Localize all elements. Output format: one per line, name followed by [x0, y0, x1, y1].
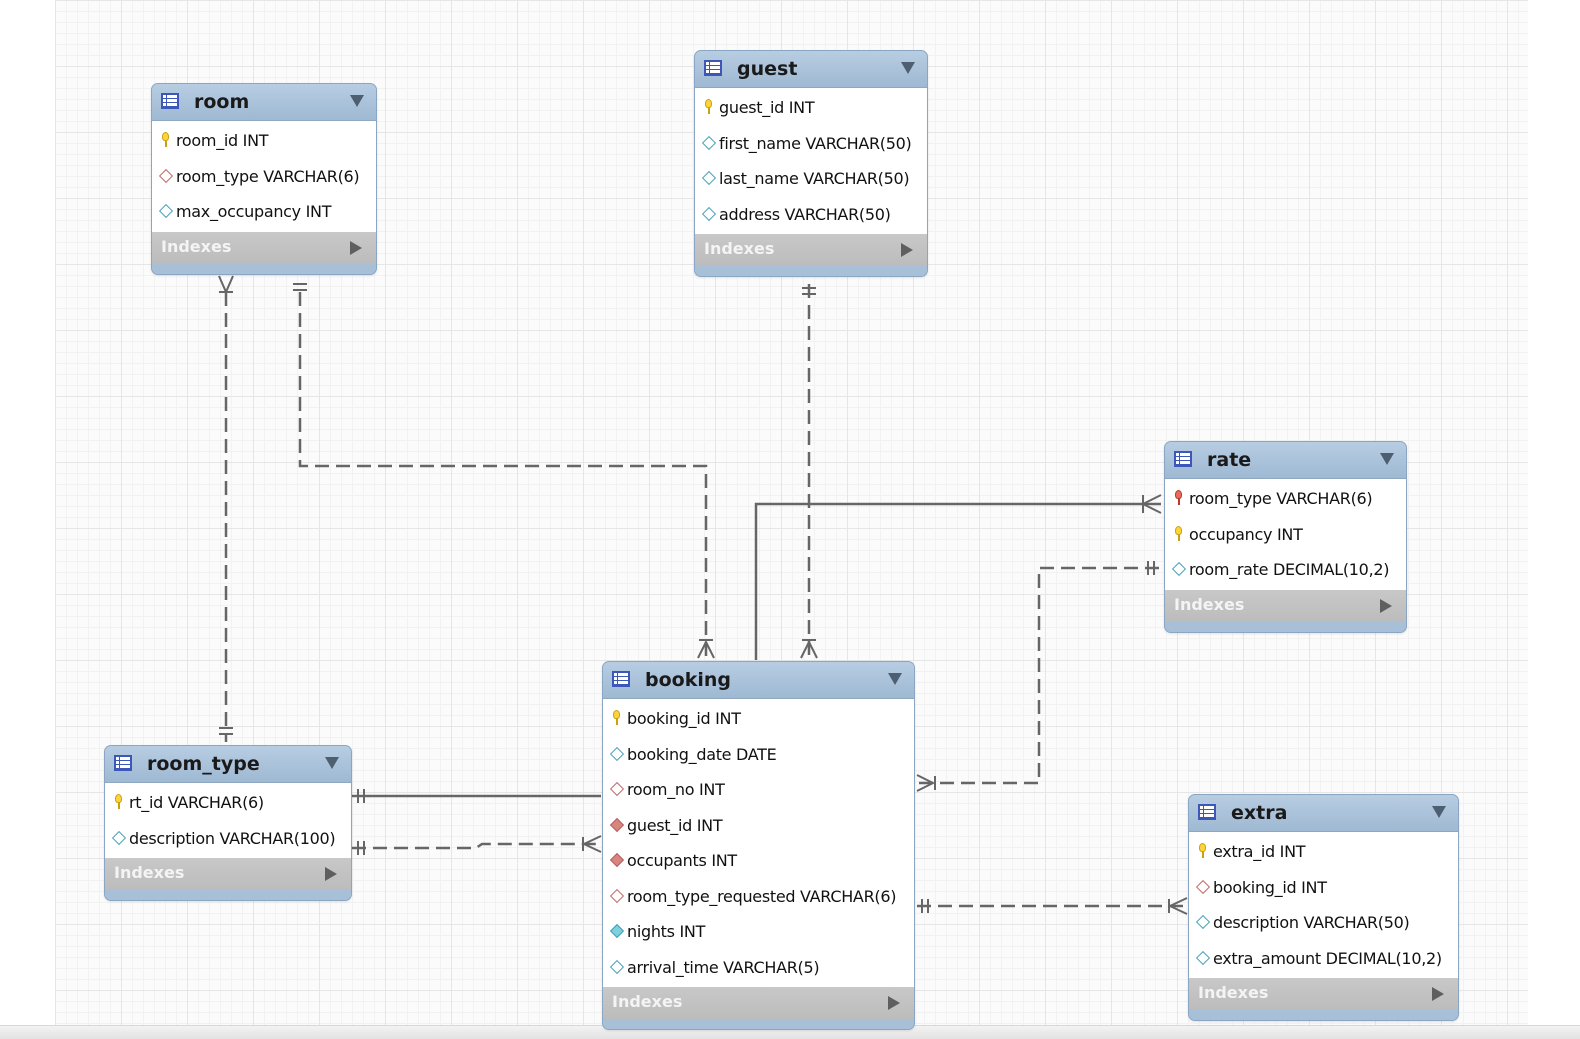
collapse-arrow-icon[interactable]: [901, 62, 915, 74]
collapse-arrow-icon[interactable]: [888, 673, 902, 685]
column-row[interactable]: room_type_requested VARCHAR(6): [603, 879, 914, 915]
column-row[interactable]: occupancy INT: [1165, 517, 1406, 553]
table-footer: [105, 890, 351, 900]
table-icon: [1174, 451, 1192, 467]
table-room[interactable]: room room_id INT room_type VARCHAR(6) ma…: [151, 83, 377, 275]
table-footer: [695, 266, 927, 276]
column-icon: [609, 746, 625, 761]
column-row[interactable]: max_occupancy INT: [152, 194, 376, 230]
indexes-section[interactable]: Indexes: [1189, 978, 1458, 1010]
table-footer: [152, 263, 376, 274]
primary-foreign-key-icon: [1175, 490, 1182, 505]
primary-key-icon: [1199, 843, 1206, 858]
column-row[interactable]: occupants INT: [603, 843, 914, 879]
column-row[interactable]: booking_date DATE: [603, 737, 914, 773]
table-icon: [161, 93, 179, 109]
foreign-key-not-null-icon: [609, 817, 625, 832]
foreign-key-not-null-icon: [609, 852, 625, 868]
column-icon: [111, 830, 127, 845]
indexes-section[interactable]: Indexes: [152, 231, 376, 264]
table-footer: [1189, 1010, 1458, 1020]
indexes-section[interactable]: Indexes: [1165, 589, 1406, 622]
collapse-arrow-icon[interactable]: [1432, 806, 1446, 818]
column-icon: [1195, 914, 1211, 930]
foreign-key-column-icon: [1195, 879, 1211, 894]
primary-key-icon: [1175, 525, 1182, 541]
table-footer: [1165, 621, 1406, 632]
primary-key-icon: [613, 710, 620, 725]
table-name: extra: [1231, 802, 1288, 824]
column-row[interactable]: description VARCHAR(50): [1189, 905, 1458, 941]
foreign-key-column-icon: [609, 888, 625, 903]
table-name: guest: [737, 58, 798, 80]
expand-arrow-icon[interactable]: [1432, 987, 1444, 1001]
column-icon: [701, 170, 717, 186]
table-icon: [114, 755, 132, 771]
table-header[interactable]: extra: [1189, 795, 1458, 832]
table-name: room: [194, 91, 250, 113]
column-icon: [701, 135, 717, 150]
table-room-type[interactable]: room_type rt_id VARCHAR(6) description V…: [104, 745, 352, 901]
column-row[interactable]: room_type VARCHAR(6): [152, 159, 376, 195]
column-row[interactable]: last_name VARCHAR(50): [695, 161, 927, 197]
table-footer: [603, 1019, 914, 1029]
expand-arrow-icon[interactable]: [888, 996, 900, 1010]
expand-arrow-icon[interactable]: [1380, 598, 1392, 613]
table-header[interactable]: rate: [1165, 442, 1406, 479]
collapse-arrow-icon[interactable]: [350, 95, 364, 107]
table-extra[interactable]: extra extra_id INT booking_id INT descri…: [1188, 794, 1459, 1021]
not-null-column-icon: [609, 923, 625, 939]
table-name: booking: [645, 669, 731, 691]
table-icon: [1198, 804, 1216, 820]
column-row[interactable]: extra_amount DECIMAL(10,2): [1189, 941, 1458, 977]
column-row[interactable]: room_type VARCHAR(6): [1165, 481, 1406, 517]
column-row[interactable]: guest_id INT: [695, 90, 927, 126]
primary-key-icon: [705, 99, 712, 114]
table-guest[interactable]: guest guest_id INT first_name VARCHAR(50…: [694, 50, 928, 277]
table-header[interactable]: guest: [695, 51, 927, 88]
expand-arrow-icon[interactable]: [350, 240, 362, 255]
column-row[interactable]: room_no INT: [603, 772, 914, 808]
table-icon: [612, 671, 630, 687]
column-row[interactable]: nights INT: [603, 914, 914, 950]
table-header[interactable]: room_type: [105, 746, 351, 783]
table-rate[interactable]: rate room_type VARCHAR(6) occupancy INT …: [1164, 441, 1407, 633]
indexes-section[interactable]: Indexes: [695, 234, 927, 266]
column-row[interactable]: address VARCHAR(50): [695, 197, 927, 233]
column-icon: [609, 959, 625, 974]
column-row[interactable]: booking_id INT: [1189, 870, 1458, 906]
primary-key-icon: [115, 794, 122, 809]
column-row[interactable]: room_id INT: [152, 123, 376, 159]
collapse-arrow-icon[interactable]: [1380, 453, 1394, 465]
indexes-section[interactable]: Indexes: [105, 858, 351, 890]
table-name: room_type: [147, 753, 260, 775]
column-row[interactable]: rt_id VARCHAR(6): [105, 785, 351, 821]
column-row[interactable]: guest_id INT: [603, 808, 914, 844]
column-icon: [1171, 561, 1187, 577]
foreign-key-column-icon: [609, 781, 625, 797]
column-icon: [1195, 950, 1211, 965]
column-row[interactable]: arrival_time VARCHAR(5): [603, 950, 914, 986]
primary-key-icon: [162, 132, 169, 147]
foreign-key-column-icon: [158, 168, 174, 183]
column-row[interactable]: description VARCHAR(100): [105, 821, 351, 857]
table-icon: [704, 60, 722, 76]
column-icon: [701, 206, 717, 221]
column-row[interactable]: room_rate DECIMAL(10,2): [1165, 552, 1406, 588]
column-row[interactable]: first_name VARCHAR(50): [695, 126, 927, 162]
table-name: rate: [1207, 449, 1252, 471]
table-booking[interactable]: booking booking_id INT booking_date DATE…: [602, 661, 915, 1030]
column-row[interactable]: booking_id INT: [603, 701, 914, 737]
column-icon: [158, 203, 174, 219]
indexes-section[interactable]: Indexes: [603, 987, 914, 1019]
expand-arrow-icon[interactable]: [901, 243, 913, 257]
expand-arrow-icon[interactable]: [325, 867, 337, 881]
table-header[interactable]: room: [152, 84, 376, 121]
column-row[interactable]: extra_id INT: [1189, 834, 1458, 870]
collapse-arrow-icon[interactable]: [325, 757, 339, 769]
table-header[interactable]: booking: [603, 662, 914, 699]
